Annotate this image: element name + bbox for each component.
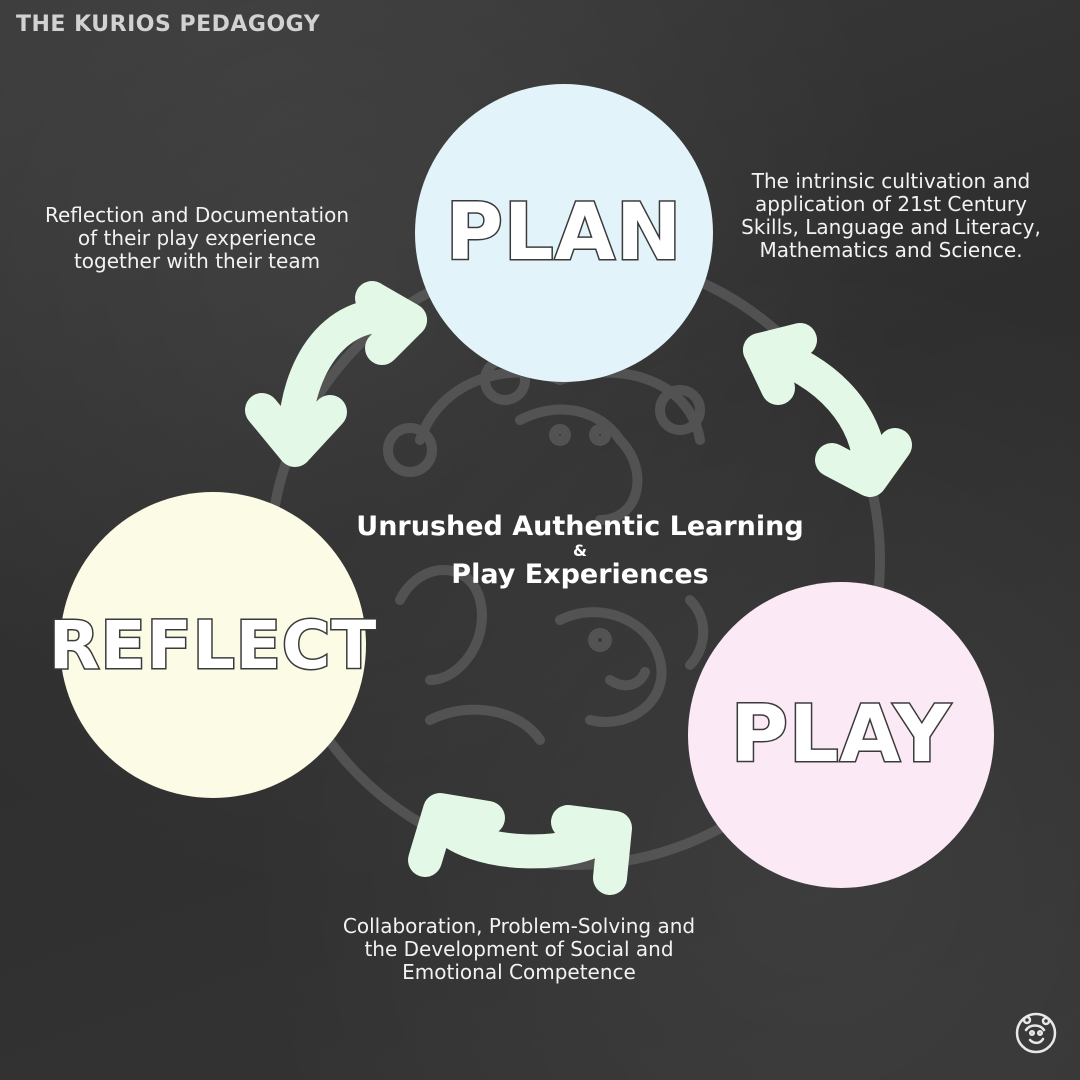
center-title-line2: Play Experiences [451,559,709,590]
plan-circle: PLAN [415,84,713,382]
plan-label: PLAN [444,187,683,280]
center-title-line1: Unrushed Authentic Learning [356,511,804,542]
arrow-plan-reflect-icon [245,281,427,467]
center-title: Unrushed Authentic Learning & Play Exper… [330,510,830,592]
arrow-plan-play-icon [743,323,912,497]
play-circle: PLAY [688,582,994,888]
center-title-amp: & [573,541,587,560]
reflect-circle: REFLECT [47,492,378,798]
brand-title: THE KURIOS PEDAGOGY [16,12,321,37]
reflection-description: Reflection and Documentation of their pl… [44,203,350,273]
collaboration-description: Collaboration, Problem-Solving and the D… [342,914,696,984]
arrow-play-reflect-icon [408,793,632,895]
reflect-label: REFLECT [47,605,378,685]
skills-description: The intrinsic cultivation and applicatio… [741,169,1041,262]
play-label: PLAY [729,689,952,782]
kurios-logo-icon [1015,1012,1057,1054]
